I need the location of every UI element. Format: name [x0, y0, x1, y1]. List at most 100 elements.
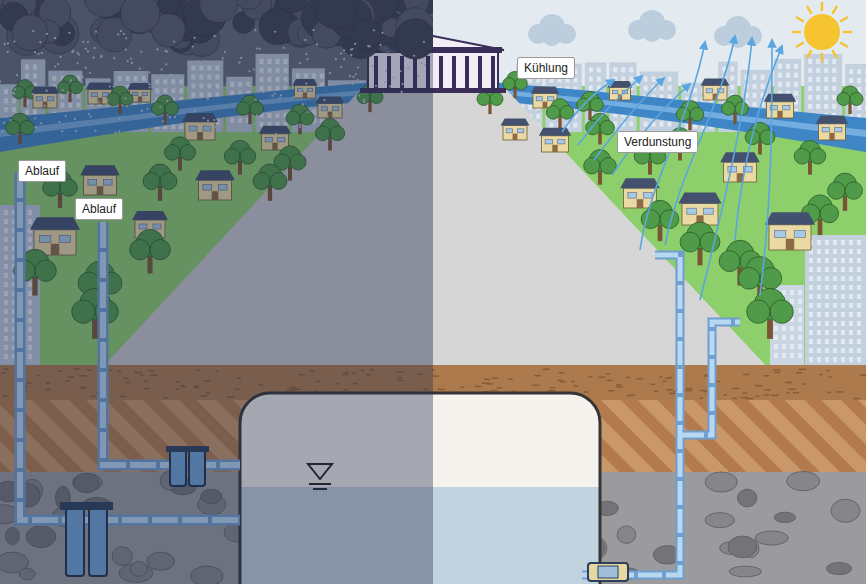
- pump-motor: [598, 566, 618, 578]
- soil-speck: [732, 388, 739, 390]
- house-door: [543, 102, 548, 108]
- soil-speck: [491, 390, 497, 392]
- cloud: [542, 26, 562, 46]
- building-window: [825, 249, 829, 254]
- soil-speck: [616, 384, 621, 386]
- building-window: [774, 344, 778, 349]
- pump: [588, 563, 628, 581]
- soil-speck: [668, 377, 672, 379]
- building-window: [857, 339, 861, 344]
- soil-speck: [771, 395, 779, 397]
- building-window: [857, 240, 861, 245]
- building-window: [817, 339, 821, 344]
- house-roof: [720, 152, 760, 162]
- building-window: [817, 321, 821, 326]
- building-window: [833, 321, 837, 326]
- building-window: [825, 348, 829, 353]
- building-window: [589, 67, 593, 72]
- building-window: [857, 285, 861, 290]
- soil-speck: [732, 398, 737, 400]
- building-window: [865, 96, 866, 101]
- soil-speck: [492, 377, 498, 379]
- soil-speck: [755, 396, 759, 398]
- tree-trunk: [848, 103, 851, 114]
- building-window: [816, 86, 820, 91]
- tree-trunk: [658, 225, 663, 241]
- sun-ray: [844, 31, 851, 34]
- building-window: [730, 85, 734, 90]
- soil-speck: [836, 391, 844, 393]
- soil-speck: [532, 385, 540, 387]
- soil-speck: [474, 386, 481, 388]
- building-window: [809, 267, 813, 272]
- building-window: [798, 317, 802, 322]
- building-window: [841, 249, 845, 254]
- house-window: [835, 127, 842, 131]
- building-window: [833, 285, 837, 290]
- building-window: [849, 312, 853, 317]
- building-window: [841, 258, 845, 263]
- building-window: [809, 357, 813, 362]
- soil-speck: [786, 392, 789, 394]
- building-window: [857, 294, 861, 299]
- building-window: [832, 95, 836, 100]
- building-window: [786, 82, 790, 87]
- tree-crown: [794, 148, 810, 164]
- building-window: [817, 312, 821, 317]
- building-window: [825, 258, 829, 263]
- building-window: [528, 105, 532, 110]
- house-window: [704, 208, 714, 214]
- house-roof: [501, 118, 530, 125]
- house-window: [612, 90, 618, 94]
- house-door: [829, 133, 834, 140]
- soil-speck: [755, 385, 762, 387]
- building-window: [798, 326, 802, 331]
- building-window: [790, 344, 794, 349]
- house-window: [822, 127, 829, 131]
- building-window: [761, 75, 765, 80]
- tree-crown: [546, 106, 560, 120]
- building-window: [668, 122, 672, 127]
- soil-speck: [627, 395, 630, 397]
- house-window: [643, 193, 652, 199]
- soil-speck: [743, 374, 750, 376]
- building-window: [798, 299, 802, 304]
- building-window: [825, 312, 829, 317]
- house-roof: [765, 212, 815, 225]
- building-window: [825, 330, 829, 335]
- house-window: [628, 193, 637, 199]
- building-window: [644, 77, 648, 82]
- building-window: [849, 249, 853, 254]
- tree-crown: [719, 251, 740, 272]
- house-window: [687, 208, 697, 214]
- building-window: [817, 267, 821, 272]
- tree-crown: [837, 92, 850, 105]
- building-window: [857, 276, 861, 281]
- building-window: [825, 285, 829, 290]
- tree: [641, 200, 679, 241]
- building-window: [849, 267, 853, 272]
- house: [501, 118, 530, 140]
- building-window: [794, 64, 798, 69]
- building-window: [857, 105, 861, 110]
- tree: [794, 140, 826, 174]
- evaporation-arrows: [562, 36, 782, 300]
- building-window: [774, 326, 778, 331]
- sun-ray: [793, 31, 800, 34]
- label-text: Verdunstung: [624, 135, 691, 149]
- soil-speck: [484, 379, 490, 381]
- house-wall: [503, 126, 527, 140]
- soil-speck: [828, 376, 832, 378]
- building-window: [849, 357, 853, 362]
- building-window: [865, 87, 866, 92]
- house-door: [513, 134, 518, 140]
- building-window: [644, 86, 648, 91]
- building-column: [478, 56, 482, 88]
- house-window: [775, 230, 786, 237]
- building-window: [833, 357, 837, 362]
- building-column: [439, 56, 443, 88]
- building-window: [794, 91, 798, 96]
- house-window: [783, 105, 790, 110]
- house-window: [706, 89, 712, 93]
- soil-speck: [550, 387, 556, 389]
